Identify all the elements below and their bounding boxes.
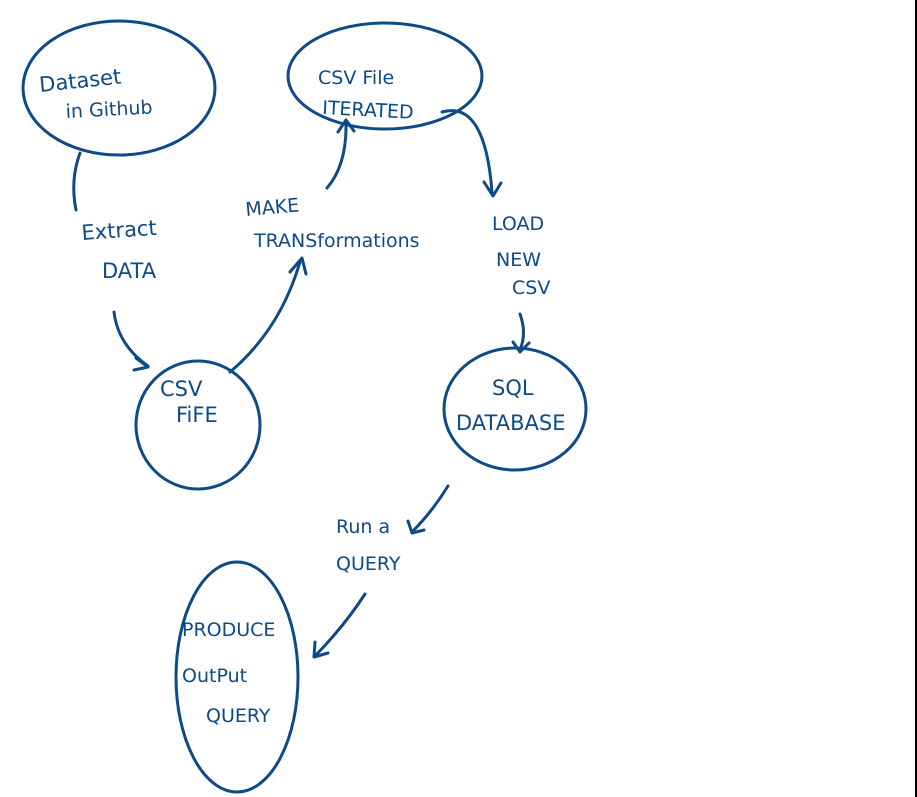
edge-query-line-1: Run a <box>336 516 390 538</box>
edge-extract-line-1: Extract <box>81 216 158 245</box>
node-dataset-ellipse <box>21 19 217 157</box>
edge-transform-line-1: MAKE <box>245 194 301 221</box>
edge-dataset-to-extract-line <box>72 151 82 212</box>
node-produce-output-ellipse <box>174 560 300 794</box>
arrowhead-iterated <box>336 118 356 134</box>
edge-load-line-3: CSV <box>512 277 550 299</box>
node-csv-iterated-line-2: ITERATED <box>322 97 414 124</box>
node-csv-fife-line-2: FiFE <box>176 403 218 427</box>
arrowhead-query <box>406 519 426 535</box>
node-output-line-1: PRODUCE <box>182 619 275 641</box>
arrowhead-sql <box>511 340 531 354</box>
edge-transform-line-2: TRANSformations <box>253 230 420 252</box>
arrowhead-extract <box>132 356 150 372</box>
edge-load-line-2: NEW <box>496 249 541 271</box>
node-csv-iterated-line-1: CSV File <box>318 67 394 89</box>
edge-load-to-sql-line <box>518 312 525 352</box>
edge-extract-to-csv-line <box>112 310 150 368</box>
arrowhead-output <box>312 640 330 659</box>
node-csv-fife-ellipse <box>134 359 262 491</box>
edge-sql-to-query-line <box>410 484 450 534</box>
node-csv-iterated-ellipse <box>286 21 484 131</box>
right-edge-border <box>915 0 917 797</box>
node-sql-database-ellipse <box>442 346 588 472</box>
edge-query-to-output-line <box>314 592 367 657</box>
node-sql-line-2: DATABASE <box>456 411 565 435</box>
edge-iterated-to-load-line <box>440 109 494 194</box>
node-output-line-2: OutPut <box>182 665 247 687</box>
node-sql-line-1: SQL <box>492 376 534 400</box>
node-output-line-3: QUERY <box>206 705 271 727</box>
node-dataset-line-1: Dataset <box>38 65 122 97</box>
edge-transform-to-iterated-line <box>325 120 348 190</box>
arrowhead-load <box>482 180 503 198</box>
edge-load-line-1: LOAD <box>492 213 544 235</box>
node-dataset-line-2: in Github <box>65 96 153 123</box>
node-csv-fife-line-1: CSV <box>160 377 203 401</box>
edge-csv-to-transform-line <box>228 260 302 374</box>
edge-extract-line-2: DATA <box>102 259 157 283</box>
edge-query-line-2: QUERY <box>336 553 401 575</box>
arrowhead-transform-lower <box>288 256 308 276</box>
